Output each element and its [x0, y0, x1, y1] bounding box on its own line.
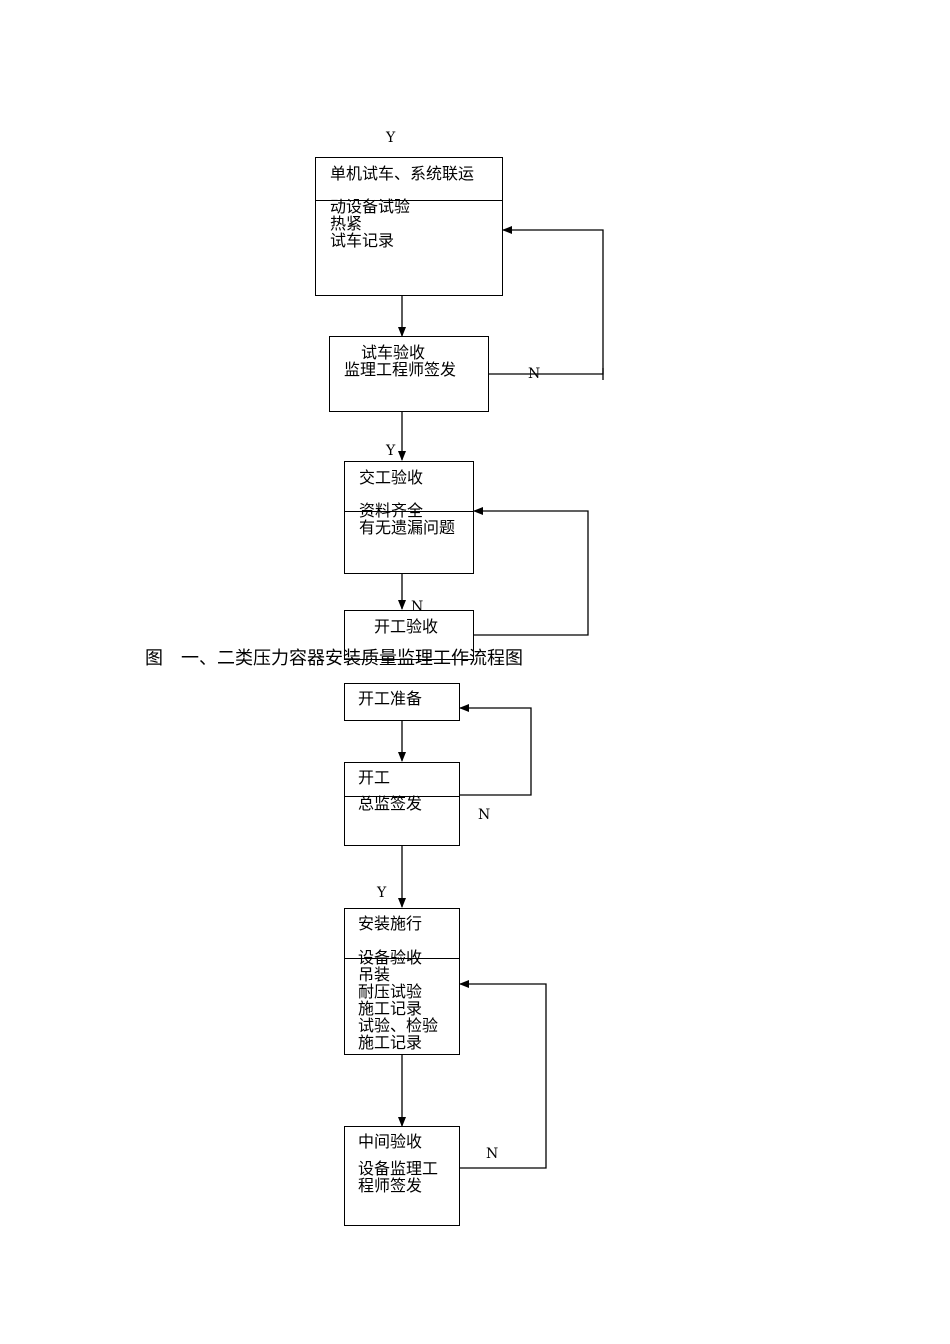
trial-run-item: 热紧 [330, 214, 363, 233]
handover-divider [345, 511, 473, 512]
install-title: 安装施行 [358, 914, 423, 933]
install-item: 吊装 [358, 965, 391, 984]
midcheck-title: 中间验收 [358, 1132, 423, 1151]
feedback-trial-accept-no [488, 226, 604, 375]
handover-item: 资料齐全 [359, 501, 424, 520]
feedback-start-no [459, 704, 532, 796]
install-item: 试验、检验 [358, 1016, 439, 1035]
trial-accept-sub: 监理工程师签发 [344, 360, 457, 379]
install-box: 安装施行 设备验收 吊装 耐压试验 施工记录 试验、检验 施工记录 [344, 908, 460, 1055]
trial-accept-box: 试车验收 监理工程师签发 [329, 336, 489, 412]
install-item: 施工记录 [358, 1033, 423, 1052]
yes-label-top: Y [386, 130, 396, 146]
start-sub: 总监签发 [358, 794, 423, 813]
feedback-midcheck-no [459, 980, 547, 1169]
start-divider [345, 796, 459, 797]
no-label-start: N [478, 807, 491, 823]
feedback-start-accept-no [473, 507, 589, 636]
install-item: 设备验收 [358, 948, 423, 967]
handover-item: 有无遗漏问题 [359, 518, 456, 537]
start-accept-box: 开工验收 [344, 610, 474, 660]
midcheck-item: 程师签发 [358, 1176, 423, 1195]
trial-run-item: 动设备试验 [330, 197, 411, 216]
handover-box: 交工验收 资料齐全 有无遗漏问题 [344, 461, 474, 574]
no-label-midcheck: N [486, 1146, 499, 1162]
handover-title: 交工验收 [359, 468, 424, 487]
midcheck-item: 设备监理工 [358, 1159, 439, 1178]
install-item: 耐压试验 [358, 982, 423, 1001]
install-item: 施工记录 [358, 999, 423, 1018]
trial-run-title: 单机试车、系统联运 [330, 164, 475, 183]
prep-box: 开工准备 [344, 683, 460, 721]
trial-accept-title: 试车验收 [361, 343, 426, 362]
prep-title: 开工准备 [358, 689, 423, 708]
start-box: 开工 总监签发 [344, 762, 460, 846]
no-label-trial: N [528, 366, 541, 382]
figure-caption: 图 一、二类压力容器安装质量监理工作流程图 [145, 648, 523, 669]
trial-run-box: 单机试车、系统联运 动设备试验 热紧 试车记录 [315, 157, 503, 296]
yes-label-install: Y [377, 885, 387, 901]
install-divider [345, 958, 459, 959]
trial-run-item: 试车记录 [330, 231, 395, 250]
midcheck-box: 中间验收 设备监理工 程师签发 [344, 1126, 460, 1226]
trial-run-divider [316, 200, 502, 201]
start-title: 开工 [358, 768, 391, 787]
start-accept-title: 开工验收 [374, 617, 439, 636]
yes-label-mid: Y [386, 443, 396, 459]
